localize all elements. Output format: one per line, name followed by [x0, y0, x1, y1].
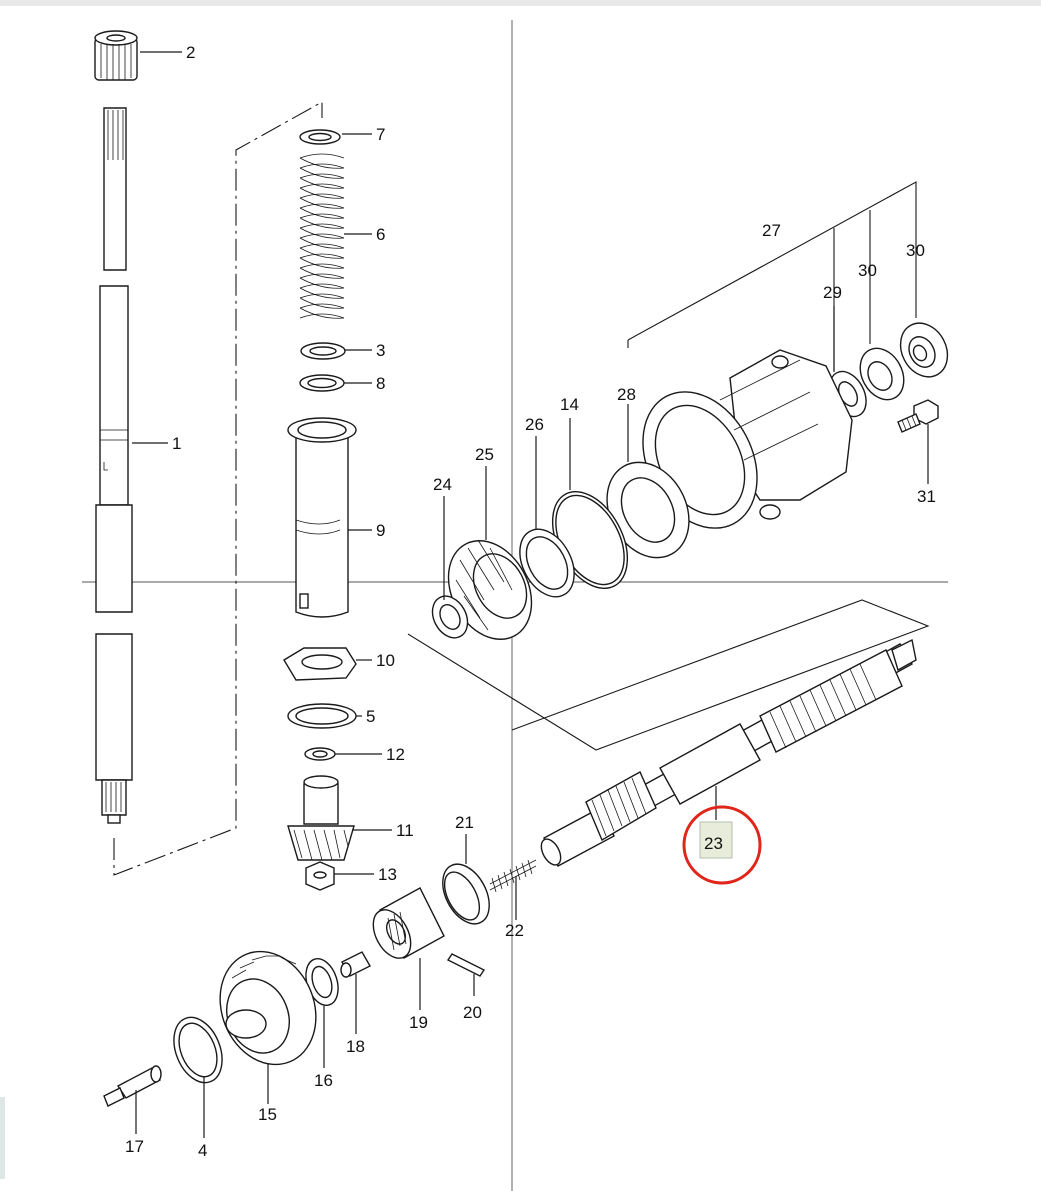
- part-25-bevel-gear: [447, 539, 533, 640]
- part-26-shim: [519, 528, 575, 598]
- part-10-plate: [283, 647, 357, 681]
- leader-lines: [132, 51, 929, 1138]
- part-13-nut: [305, 861, 335, 891]
- part-21-ring: [442, 863, 490, 925]
- part-11-pinion: [287, 775, 355, 861]
- label-26: 26: [525, 415, 544, 434]
- part-30-bearing-a: [899, 322, 949, 378]
- label-19: 19: [409, 1013, 428, 1032]
- label-1: 1: [172, 434, 181, 453]
- left-edge-strip: [0, 1097, 5, 1179]
- label-25: 25: [475, 445, 494, 464]
- label-2: 2: [186, 43, 195, 62]
- part-28-bearing-housing: [606, 349, 853, 559]
- label-3: 3: [376, 341, 385, 360]
- part-4-shim: [173, 1016, 223, 1084]
- label-30-a: 30: [858, 261, 877, 280]
- part-17-pin: [103, 1065, 162, 1107]
- highlight-label-box: [699, 821, 733, 859]
- label-28: 28: [617, 385, 636, 404]
- label-16: 16: [314, 1071, 333, 1090]
- label-10: 10: [376, 651, 395, 670]
- label-29: 29: [823, 283, 842, 302]
- part-labels: 2 7 6 3 8 1 9 10 5 12 11 13 21 22 20 19 …: [125, 43, 936, 1160]
- part-20-pin: [446, 953, 486, 977]
- part-6-spring: [299, 153, 345, 319]
- label-9: 9: [376, 521, 385, 540]
- part-9-sleeve: [287, 417, 357, 618]
- group-bracket-23: [407, 599, 930, 751]
- label-27: 27: [762, 221, 781, 240]
- label-8: 8: [376, 374, 385, 393]
- label-17: 17: [125, 1137, 144, 1156]
- part-22-spring: [489, 859, 537, 893]
- label-7: 7: [376, 125, 385, 144]
- part-19-clutch-dog: [372, 887, 445, 959]
- part-8-ring: [299, 374, 345, 392]
- label-23: 23: [704, 834, 723, 853]
- label-30-b: 30: [906, 241, 925, 260]
- group-bracket-27: [627, 181, 917, 348]
- label-4: 4: [198, 1141, 207, 1160]
- part-3-washer: [300, 342, 346, 360]
- label-18: 18: [346, 1037, 365, 1056]
- label-24: 24: [433, 475, 452, 494]
- label-21: 21: [455, 813, 474, 832]
- part-12-washer: [304, 747, 336, 761]
- label-15: 15: [258, 1105, 277, 1124]
- label-14: 14: [560, 395, 579, 414]
- highlighted-part-23[interactable]: 23: [682, 805, 762, 885]
- part-15-reverse-gear: [219, 950, 317, 1066]
- label-20: 20: [463, 1003, 482, 1022]
- top-bar: [0, 0, 1041, 6]
- label-5: 5: [366, 707, 375, 726]
- part-23-propeller-shaft: [540, 638, 917, 867]
- label-11: 11: [396, 821, 414, 840]
- part-2-coupler: [94, 30, 138, 81]
- label-22: 22: [505, 921, 524, 940]
- part-7-circlip: [299, 129, 341, 145]
- group-bracket-left: [113, 101, 323, 876]
- label-12: 12: [386, 745, 405, 764]
- label-13: 13: [378, 865, 397, 884]
- label-31: 31: [917, 487, 936, 506]
- part-24-thrust-washer: [431, 595, 469, 639]
- label-6: 6: [376, 225, 385, 244]
- part-31-bolt: [897, 399, 939, 433]
- part-5-clip: [287, 703, 357, 729]
- part-30-bearing-b: [859, 347, 905, 401]
- part-18-plunger: [340, 951, 371, 978]
- part-1-drive-shaft: [95, 107, 133, 824]
- highlight-circle: [682, 805, 762, 885]
